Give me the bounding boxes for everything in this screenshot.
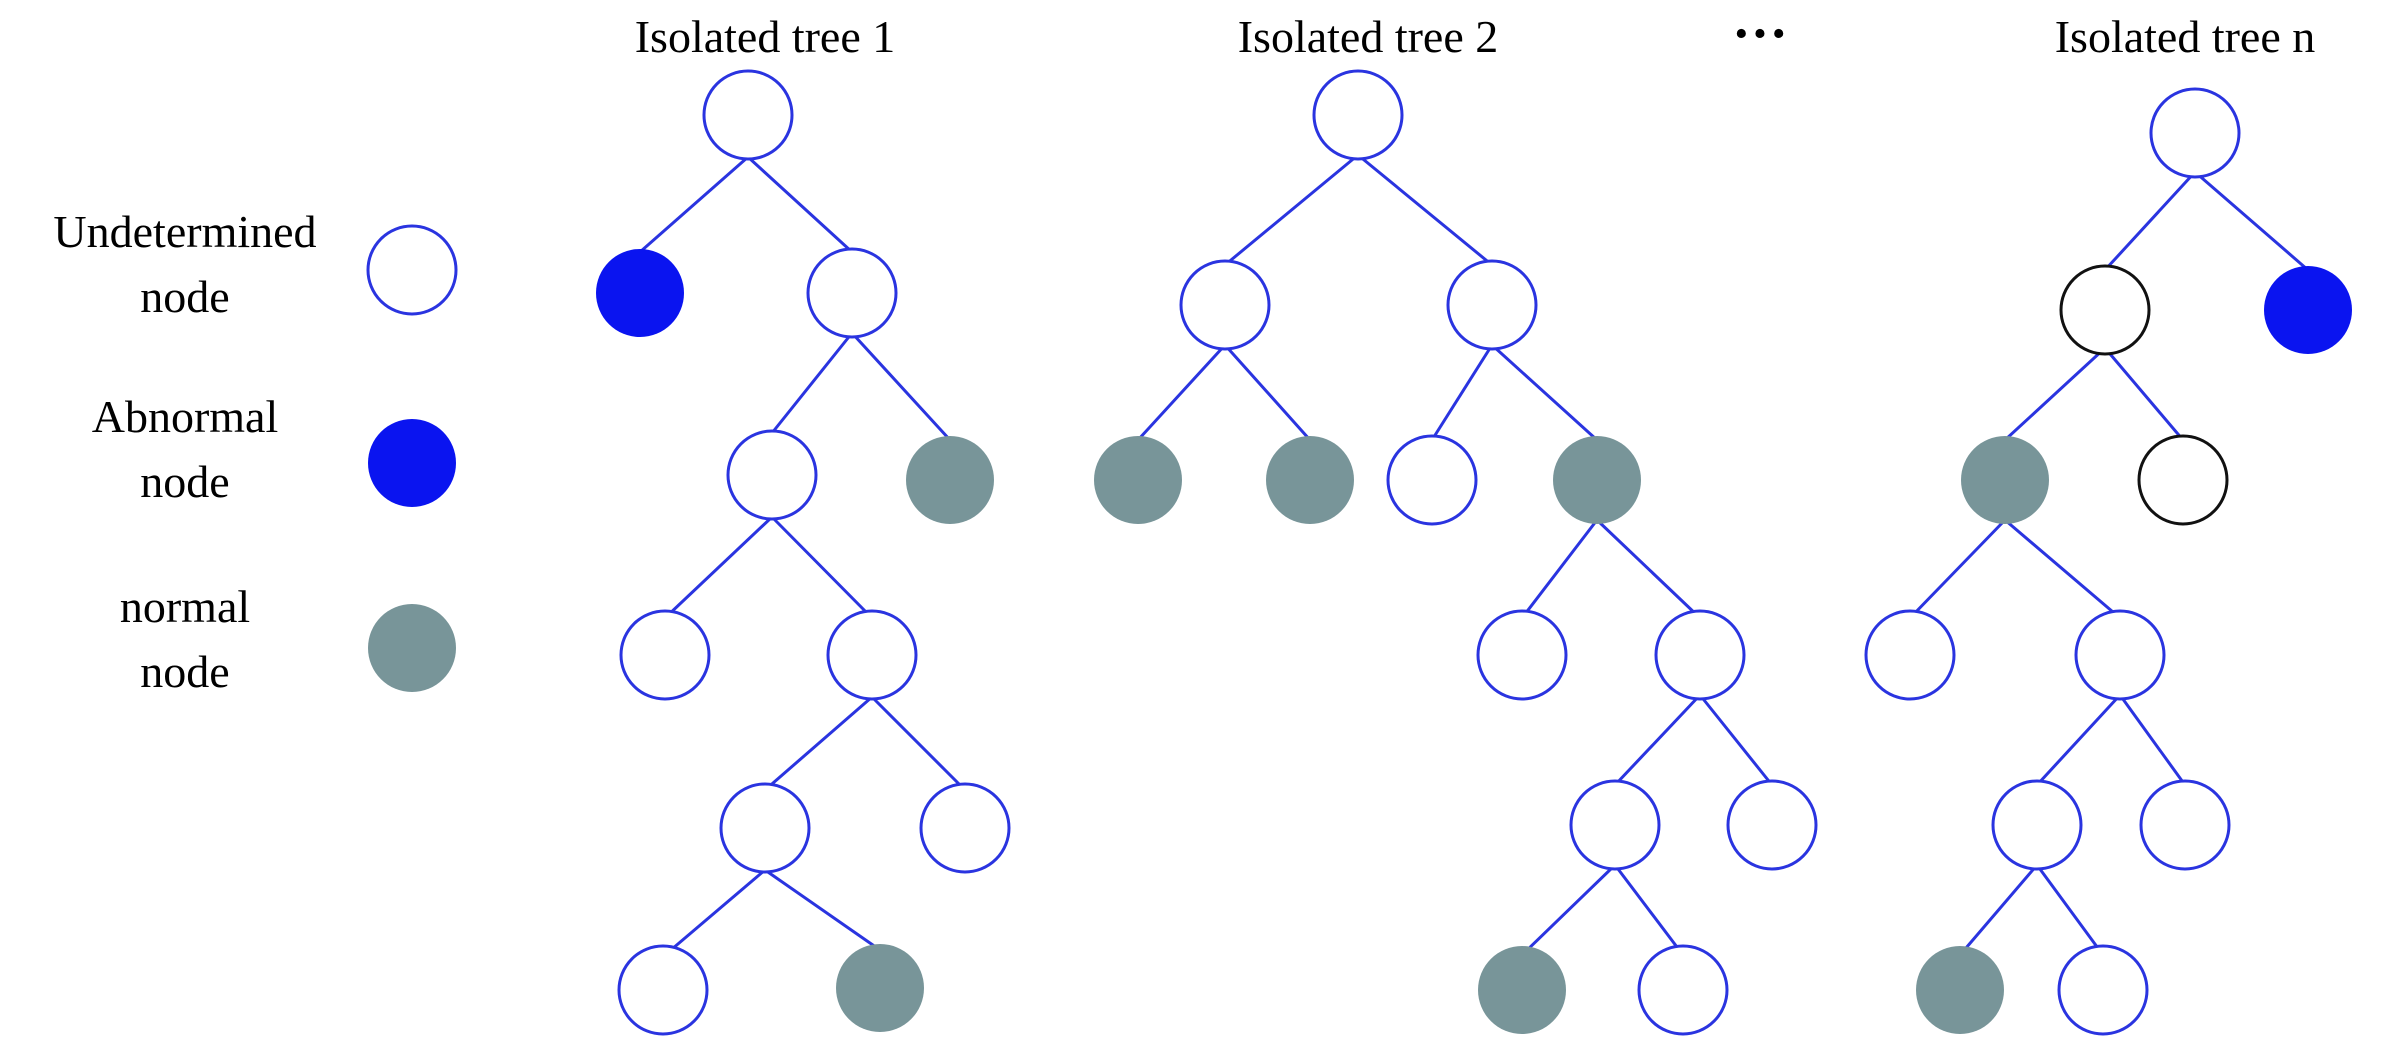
- legend-normal-label-line2: node: [140, 646, 229, 697]
- tree2-normal-node: [1094, 436, 1182, 524]
- treeN-edge: [2035, 693, 2122, 787]
- ellipsis: ···: [1732, 3, 1788, 65]
- tree1-undetermined-node: [919, 782, 1011, 874]
- tree1-edge: [664, 868, 766, 957]
- treeN-edge: [2103, 347, 2185, 441]
- tree2-undetermined-node: [1312, 69, 1404, 161]
- treeN-edge: [2194, 170, 2309, 272]
- tree2-undetermined-node: [1179, 259, 1271, 351]
- treeN-edge: [2004, 518, 2121, 620]
- treeN-undetermined-node: [2139, 779, 2231, 871]
- legend-abnormal-label-line1: Abnormal: [92, 391, 279, 442]
- treeN-undetermined-node: [2059, 264, 2151, 356]
- tree2-undetermined-node: [1446, 259, 1538, 351]
- treeN-undetermined-node: [2074, 609, 2166, 701]
- tree1-edge: [770, 332, 854, 434]
- tree2-edge: [1698, 694, 1774, 786]
- legend: Undetermined node Abnormal node normal n…: [53, 206, 458, 697]
- tree2-edge: [1430, 344, 1494, 441]
- tree2: [1094, 69, 1818, 1036]
- legend-undetermined-label-line1: Undetermined: [53, 206, 316, 257]
- tree2-normal-node: [1478, 946, 1566, 1034]
- tree1-edge: [764, 868, 881, 952]
- tree2-undetermined-node: [1569, 779, 1661, 871]
- tree1-undetermined-node: [826, 609, 918, 701]
- tree1-edge: [764, 695, 873, 792]
- treeN-edge: [2103, 170, 2197, 272]
- legend-undetermined-node: [366, 224, 458, 316]
- tree1-undetermined-node: [726, 429, 818, 521]
- treeN-title: Isolated tree n: [2055, 11, 2316, 62]
- tree2-edge: [1136, 343, 1227, 442]
- tree2-undetermined-node: [1654, 609, 1746, 701]
- treeN-edge: [2035, 864, 2105, 956]
- tree1-undetermined-node: [806, 247, 898, 339]
- tree2-edge: [1357, 153, 1493, 267]
- treeN: [1864, 87, 2352, 1036]
- legend-undetermined-label-line2: node: [140, 271, 229, 322]
- tree1-normal-node: [836, 944, 924, 1032]
- legend-normal-label-line1: normal: [120, 581, 250, 632]
- treeN-undetermined-node: [2137, 434, 2229, 526]
- tree1-edge: [639, 155, 749, 254]
- tree2-edge: [1520, 519, 1599, 619]
- treeN-edge: [1908, 518, 2007, 620]
- tree2-edge: [1520, 863, 1617, 957]
- tree1-undetermined-node: [617, 944, 709, 1036]
- treeN-undetermined-node: [1991, 779, 2083, 871]
- tree1-edge: [663, 515, 774, 620]
- tree1-normal-node: [906, 436, 994, 524]
- treeN-normal-node: [1961, 436, 2049, 524]
- tree1-undetermined-node: [719, 782, 811, 874]
- tree1: [596, 69, 1011, 1036]
- treeN-undetermined-node: [2149, 87, 2241, 179]
- tree1-edge: [746, 155, 854, 254]
- legend-normal-node: [368, 604, 456, 692]
- tree2-undetermined-node: [1476, 609, 1568, 701]
- tree2-undetermined-node: [1386, 434, 1478, 526]
- tree1-edge: [850, 331, 952, 442]
- treeN-edge: [1958, 864, 2039, 956]
- tree2-edge: [1613, 693, 1702, 787]
- treeN-edge: [2003, 346, 2107, 442]
- tree1-title: Isolated tree 1: [635, 11, 896, 62]
- tree2-edge: [1490, 343, 1599, 442]
- tree1-abnormal-node: [596, 249, 684, 337]
- tree2-normal-node: [1553, 436, 1641, 524]
- legend-abnormal-node: [368, 419, 456, 507]
- tree1-edge: [770, 515, 874, 620]
- tree1-undetermined-node: [619, 609, 711, 701]
- treeN-undetermined-node: [2057, 944, 2149, 1036]
- tree2-normal-node: [1266, 436, 1354, 524]
- tree2-edge: [1224, 153, 1359, 267]
- legend-abnormal-label-line2: node: [140, 456, 229, 507]
- tree1-edge: [870, 695, 967, 792]
- tree2-edge: [1595, 518, 1702, 620]
- treeN-edge: [2118, 694, 2187, 786]
- tree2-title: Isolated tree 2: [1238, 11, 1499, 62]
- treeN-abnormal-node: [2264, 266, 2352, 354]
- treeN-normal-node: [1916, 946, 2004, 1034]
- tree2-edge: [1223, 343, 1312, 442]
- tree1-undetermined-node: [702, 69, 794, 161]
- tree2-undetermined-node: [1726, 779, 1818, 871]
- tree2-edge: [1613, 864, 1685, 956]
- tree2-undetermined-node: [1637, 944, 1729, 1036]
- treeN-undetermined-node: [1864, 609, 1956, 701]
